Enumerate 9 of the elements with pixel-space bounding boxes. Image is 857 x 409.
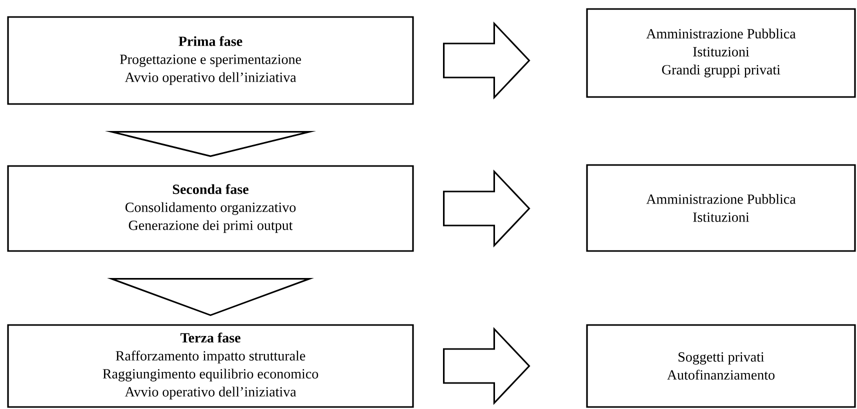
block-arrow: [443, 326, 530, 405]
block-arrow: [443, 21, 530, 100]
text-box: Prima fase Progettazione e sperimentazione Avvio operativo dell’iniziativa: [7, 16, 414, 105]
text-box: Soggetti privati Autofinanziamento: [586, 324, 856, 408]
text-box: Amministrazione Pubblica Istituzioni: [586, 164, 856, 252]
text-box: Terza fase Rafforzamento impatto strutturale Raggiungimento equilibrio economico Avvio operativo dell’iniziativa: [7, 324, 414, 408]
text-box: Amministrazione Pubblica Istituzioni Grandi gruppi privati: [586, 8, 856, 98]
block-arrow: [443, 169, 530, 248]
text-box: Seconda fase Consolidamento organizzativo Generazione dei primi output: [7, 165, 414, 252]
